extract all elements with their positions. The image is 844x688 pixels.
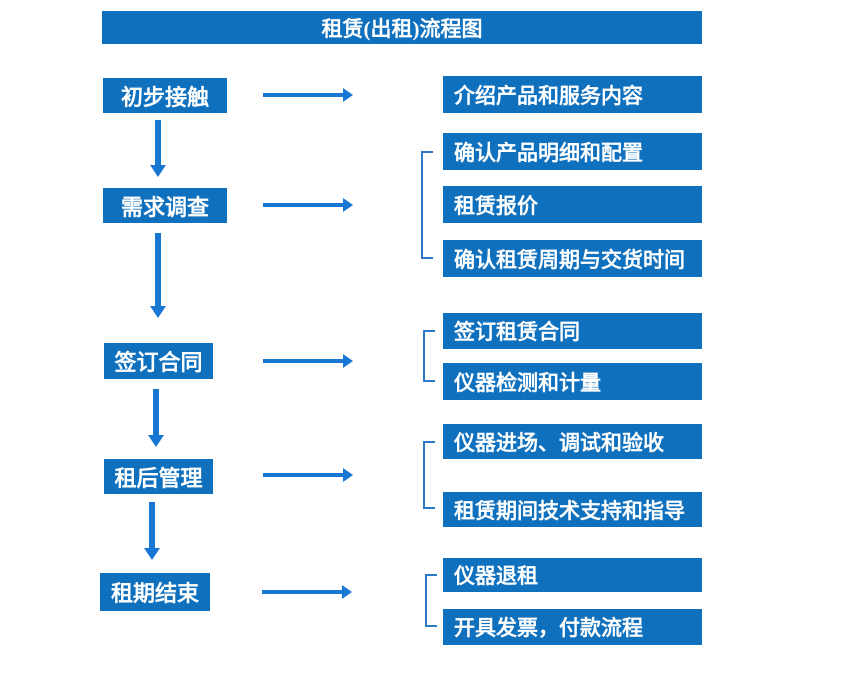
detail-box-introduce-products: 介绍产品和服务内容 [443,76,702,113]
group-bracket-post-rental [423,441,435,509]
detail-box-instrument-entry: 仪器进场、调试和验收 [443,424,702,459]
title-bar: 租赁(出租)流程图 [102,11,702,44]
detail-box-technical-support: 租赁期间技术支持和指导 [443,492,702,527]
detail-box-confirm-rental-period: 确认租赁周期与交货时间 [443,240,702,277]
down-arrow [148,389,164,447]
step-box-lease-end: 租期结束 [100,573,210,611]
right-arrow [263,354,353,368]
detail-box-confirm-product-details: 确认产品明细和配置 [443,133,702,170]
step-box-initial-contact: 初步接触 [103,78,227,113]
group-bracket-lease-end [425,574,437,627]
right-arrow [262,585,352,599]
right-arrow [263,468,353,482]
down-arrow [150,120,166,177]
down-arrow [144,502,160,560]
group-bracket-demand-survey [421,151,433,259]
right-arrow [263,198,353,212]
detail-box-instrument-return: 仪器退租 [443,558,702,592]
right-arrow [263,88,353,102]
detail-box-invoice-payment: 开具发票，付款流程 [443,609,702,645]
step-box-post-rental-management: 租后管理 [104,459,213,494]
detail-box-instrument-testing: 仪器检测和计量 [443,363,702,400]
down-arrow [150,233,166,318]
step-box-demand-survey: 需求调查 [103,188,227,223]
step-box-sign-contract: 签订合同 [104,343,213,379]
group-bracket-sign-contract [423,330,435,382]
detail-box-sign-rental-contract: 签订租赁合同 [443,313,702,349]
detail-box-rental-quote: 租赁报价 [443,186,702,223]
